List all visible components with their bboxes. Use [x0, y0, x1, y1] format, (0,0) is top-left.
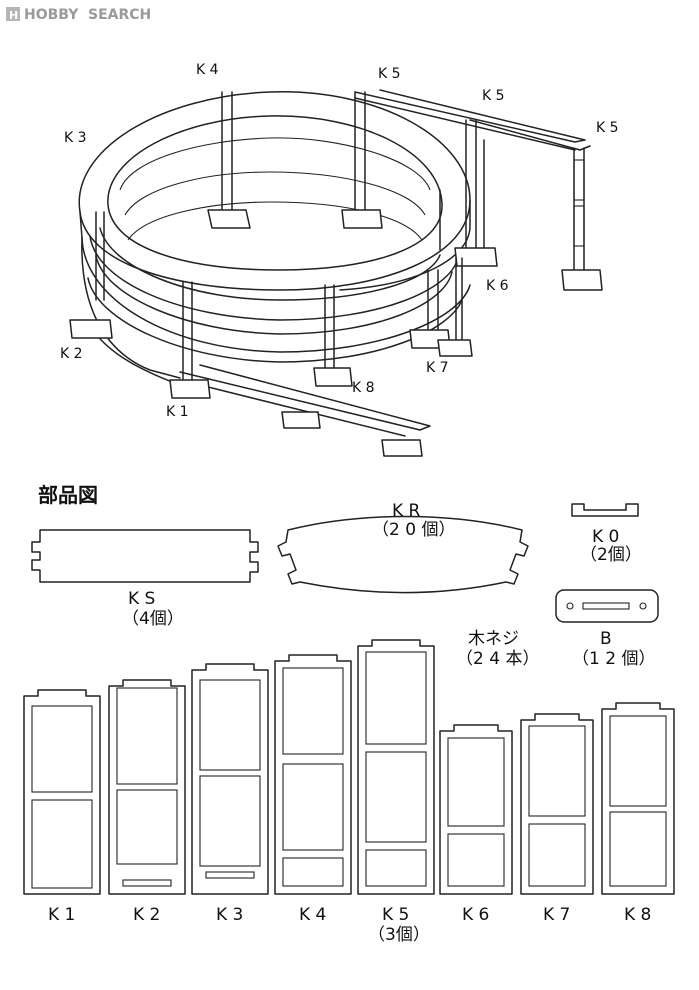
column-part-4: K 4 [274, 654, 352, 925]
middle-deck-outer-2 [95, 255, 453, 335]
part-ks: K S （4個） [31, 529, 259, 629]
column-part-qty: （3個） [368, 925, 430, 945]
label-k1: K 1 [166, 404, 189, 420]
column-window [447, 737, 505, 827]
label-k3: K 3 [64, 130, 87, 146]
pillar-k2 [69, 319, 113, 339]
pillar-k7 [409, 257, 473, 357]
pillar-k4 [207, 91, 251, 229]
middle-deck-outer [89, 235, 459, 321]
assembly-illustration: K 4 K 5 K 5 K 5 K 3 K 6 K 2 K 7 K 8 K 1 [60, 62, 619, 457]
part-screw-name: 木ネジ [468, 629, 519, 649]
column-window [365, 849, 427, 887]
part-b-qty: （1 2 個） [572, 649, 655, 669]
column-window [199, 775, 261, 867]
label-k2: K 2 [60, 346, 83, 362]
part-kr-qty: （2 0 個） [372, 520, 455, 540]
logo-word: SEARCH [88, 7, 151, 23]
column-window [282, 763, 344, 851]
column-window [528, 823, 586, 887]
column-part-1: K 1 [23, 689, 101, 925]
label-k4: K 4 [196, 62, 219, 78]
column-outline [108, 679, 186, 895]
column-window [365, 751, 427, 843]
column-window [116, 687, 178, 785]
column-part-label: K 8 [624, 905, 651, 925]
column-parts: K 1 K 2 K 3 K 4 K 5（3個） K 6 K 7 K 8 [23, 639, 675, 945]
column-window [365, 651, 427, 745]
parts-title: 部品図 [38, 483, 98, 507]
part-b: B （1 2 個） [555, 589, 659, 669]
label-k5-mid: K 5 [482, 88, 505, 104]
column-part-5: K 5（3個） [357, 639, 435, 945]
part-kr: K R （2 0 個） [277, 501, 529, 594]
top-deck-thickness [339, 199, 471, 291]
top-deck-outer [78, 91, 471, 291]
part-k0-qty: （2個） [580, 545, 642, 565]
hobby-search-logo: H HOBBY SEARCH [6, 7, 151, 23]
column-part-label: K 5 [382, 905, 409, 925]
part-b-name: B [600, 629, 612, 649]
pillar-k5-left [341, 91, 383, 229]
column-outline [274, 654, 352, 895]
pillar-k5-right [561, 147, 603, 291]
column-part-7: K 7 [520, 713, 594, 925]
pillar-k8 [313, 284, 353, 387]
column-outline [601, 702, 675, 895]
column-slot [205, 871, 255, 879]
label-k5-right: K 5 [596, 120, 619, 136]
column-part-label: K 4 [299, 905, 326, 925]
label-k8: K 8 [352, 380, 375, 396]
column-part-2: K 2 [108, 679, 186, 925]
column-slot [122, 879, 172, 887]
column-outline [191, 663, 269, 895]
column-part-label: K 2 [133, 905, 160, 925]
pillar-k3 [95, 211, 105, 301]
part-screw-qty: （2 4 本） [456, 649, 539, 669]
column-window [447, 833, 505, 887]
logo-brand: HOBBY [24, 7, 79, 23]
column-part-label: K 6 [462, 905, 489, 925]
column-outline [357, 639, 435, 895]
part-k0-name: K 0 [592, 527, 619, 547]
column-part-label: K 3 [216, 905, 243, 925]
lower-deck-outer-edge-2 [87, 277, 463, 363]
column-window [31, 705, 93, 793]
ramp-end-pad [381, 439, 423, 457]
column-window [116, 789, 178, 865]
column-window [609, 715, 667, 807]
label-k6: K 6 [486, 278, 509, 294]
column-outline [520, 713, 594, 895]
svg-text:H: H [9, 9, 18, 22]
column-window [31, 799, 93, 889]
column-part-8: K 8 [601, 702, 675, 925]
column-part-label: K 7 [543, 905, 570, 925]
lower-ramp [179, 364, 431, 431]
pillar-k1 [169, 281, 211, 399]
column-part-label: K 1 [48, 905, 75, 925]
pillar-k5-mid [454, 119, 498, 267]
label-k7: K 7 [426, 360, 449, 376]
top-deck-inner [107, 115, 443, 271]
column-window [528, 725, 586, 817]
column-outline [23, 689, 101, 895]
column-window [609, 811, 667, 887]
upper-ramp [354, 89, 586, 143]
column-window [282, 857, 344, 887]
column-window [199, 679, 261, 771]
column-outline [439, 724, 513, 895]
part-k0: K 0 （2個） [571, 503, 642, 565]
part-ks-qty: （4個） [122, 609, 184, 629]
part-ks-name: K S [128, 589, 155, 609]
column-part-3: K 3 [191, 663, 269, 925]
ramp-foot-pad [281, 411, 321, 429]
logo-mark-icon [6, 7, 20, 21]
label-k5-top: K 5 [378, 66, 401, 82]
column-part-6: K 6 [439, 724, 513, 925]
column-window [282, 667, 344, 755]
part-kr-name: K R [392, 501, 421, 521]
